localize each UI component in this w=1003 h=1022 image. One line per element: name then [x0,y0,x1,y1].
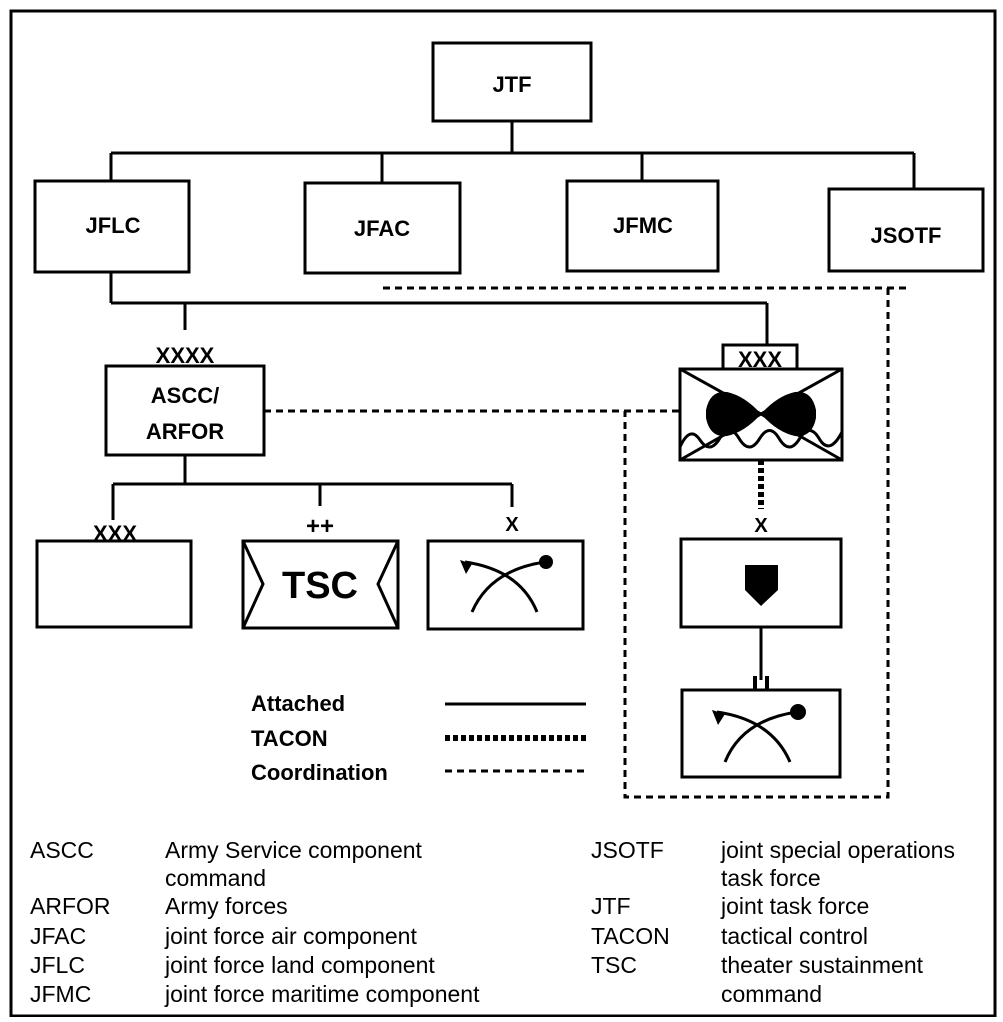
coordination-lines [264,286,911,799]
gloss-def: command [721,981,822,1007]
gloss-abbr: ARFOR [30,893,111,919]
svg-text:ASCC/: ASCC/ [151,383,219,408]
gloss-def: joint task force [721,893,870,919]
gloss-def: joint force maritime component [165,981,480,1007]
echelon-brigade-group: ++ [306,513,334,540]
echelon-brigade-right: X [754,515,768,537]
node-jfmc: JFMC [565,179,720,273]
unit-signal-right [680,688,842,779]
unit-signal-left [426,539,585,631]
gloss-def: Army Service component [165,837,422,863]
attached-lines [109,121,916,690]
gloss-abbr: JTF [591,893,631,919]
legend-coordination-label: Coordination [251,760,388,785]
legend: Attached TACON Coordination [251,691,586,785]
legend-tacon-label: TACON [251,726,328,751]
svg-text:JSOTF: JSOTF [871,223,942,248]
gloss-abbr: JFAC [30,923,87,949]
unit-tsc: TSC [241,539,400,630]
gloss-abbr: TACON [591,923,670,949]
echelon-brigade-left: X [505,514,519,536]
svg-text:JFMC: JFMC [613,213,673,238]
gloss-def: joint force land component [165,952,435,978]
gloss-def: joint special operations [721,837,955,863]
gloss-abbr: JSOTF [591,837,664,863]
svg-text:JFAC: JFAC [354,216,410,241]
unit-ship-corps: XXX [678,343,844,462]
gloss-def: joint force air component [165,923,417,949]
gloss-abbr: TSC [591,952,637,978]
gloss-def: task force [721,865,821,891]
node-jflc: JFLC [33,179,191,274]
gloss-abbr: JFMC [30,981,92,1007]
gloss-abbr: JFLC [30,952,85,978]
legend-attached-label: Attached [251,691,345,716]
svg-text:TSC: TSC [282,565,358,607]
svg-text:JFLC: JFLC [86,213,141,238]
unit-corps-blank [35,539,193,629]
outer-border [9,9,997,1018]
node-jsotf: JSOTF [827,187,985,273]
echelon-army: XXXX [156,343,215,368]
gloss-abbr: ASCC [30,837,94,863]
svg-text:ARFOR: ARFOR [146,419,224,444]
gloss-def: theater sustainment [721,952,924,978]
node-jfac: JFAC [303,181,462,275]
node-ascc-arfor: ASCC/ ARFOR [104,364,266,457]
gloss-def: tactical control [721,923,869,949]
node-jtf: JTF [431,41,593,123]
unit-ordnance [679,537,843,629]
gloss-def: Army forces [165,893,288,919]
svg-text:JTF: JTF [492,72,531,97]
gloss-def: command [165,865,266,891]
